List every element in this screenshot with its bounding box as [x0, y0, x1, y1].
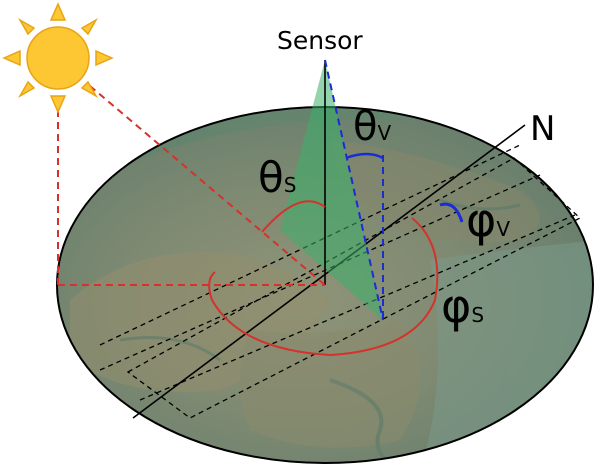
view-cone — [280, 60, 383, 320]
phi-s-label: φS — [441, 279, 484, 333]
solar-direction-lines — [57, 85, 326, 286]
sensor-label: Sensor — [277, 26, 363, 55]
theta-s-label: θS — [258, 153, 296, 202]
solar-azimuth-arc — [208, 217, 439, 357]
north-label: N — [530, 109, 555, 149]
view-azimuth-arc — [439, 202, 464, 223]
sun-icon — [2, 2, 114, 114]
view-zenith-arc — [345, 152, 384, 160]
theta-v-label: θV — [353, 104, 391, 150]
solar-zenith-arc — [261, 200, 326, 233]
phi-v-label: φV — [466, 193, 510, 247]
view-direction-lines — [324, 59, 384, 321]
swath-strip — [99, 144, 582, 419]
